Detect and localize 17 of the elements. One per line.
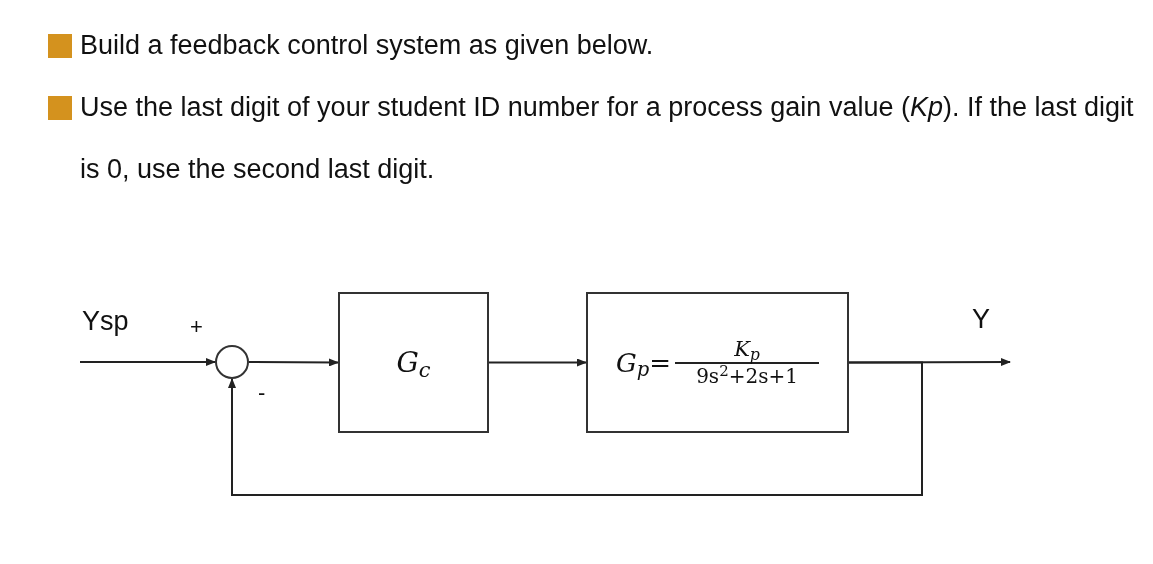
- signal-arrow: [848, 358, 1011, 367]
- denominator: 9s$^{2}$+2s+1: [696, 364, 798, 390]
- instruction-text: Build a feedback control system as given below.: [80, 29, 655, 62]
- block-box: [586, 292, 849, 433]
- block-label: G$_{c}$: [396, 344, 431, 384]
- numerator: K$_{p}$: [733, 335, 761, 363]
- signal-arrow: [79, 358, 216, 366]
- signal-arrow: [228, 361, 923, 496]
- summing-junction: [215, 345, 249, 379]
- block-box: [338, 292, 489, 433]
- signal-label: Ysp: [82, 308, 130, 335]
- sign-label: -: [258, 382, 266, 404]
- signal-label: Y: [972, 306, 991, 333]
- signal-arrow: [248, 358, 339, 367]
- instruction-text: Use the last digit of your student ID number for a process gain value (Kp). If the last digit is 0, use the second last digit.: [80, 91, 1135, 186]
- sign-label: +: [190, 316, 203, 338]
- signal-arrow: [488, 358, 587, 367]
